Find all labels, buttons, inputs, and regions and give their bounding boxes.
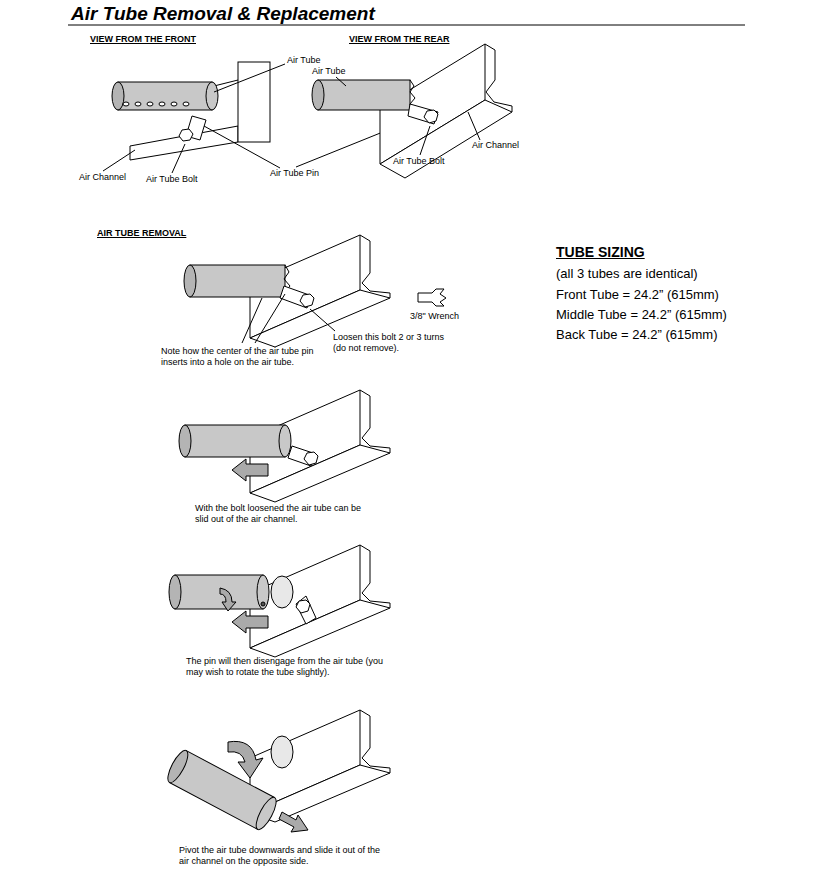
front-view bbox=[123, 102, 129, 106]
rear-view bbox=[312, 80, 324, 110]
rear-view bbox=[380, 100, 512, 178]
instruction-note: With the bolt loosened the air tube can … bbox=[195, 503, 370, 525]
front-view bbox=[204, 126, 280, 168]
removal-step-2 bbox=[279, 425, 291, 457]
tool-label: 3/8" Wrench bbox=[410, 311, 459, 322]
page-title: Air Tube Removal & Replacement bbox=[71, 3, 375, 26]
title-rule bbox=[68, 25, 745, 26]
rear-view bbox=[424, 110, 438, 123]
removal-step-3 bbox=[296, 596, 316, 624]
removal-step-3 bbox=[271, 576, 293, 608]
removal-step-3 bbox=[232, 611, 268, 633]
part-label: Air Tube Bolt bbox=[146, 174, 198, 185]
part-label: Air Channel bbox=[79, 172, 126, 183]
removal-step-1 bbox=[418, 289, 446, 306]
rear-view bbox=[420, 126, 430, 155]
removal-step-3 bbox=[175, 575, 263, 609]
part-label: Air Channel bbox=[472, 140, 519, 151]
front-view bbox=[238, 62, 270, 142]
instruction-note: Note how the center of the air tube pin … bbox=[161, 346, 336, 368]
front-view bbox=[172, 144, 185, 173]
view-heading: VIEW FROM THE FRONT bbox=[90, 34, 196, 45]
front-view bbox=[147, 102, 153, 106]
front-view bbox=[214, 64, 285, 92]
removal-step-3 bbox=[220, 588, 236, 611]
rear-view bbox=[408, 104, 438, 124]
removal-step-2 bbox=[179, 390, 390, 502]
front-view bbox=[179, 129, 193, 141]
rear-view bbox=[468, 112, 480, 140]
front-view bbox=[118, 82, 212, 110]
tube-dimension: Front Tube = 24.2” (615mm) bbox=[556, 287, 719, 303]
sizing-note: (all 3 tubes are identical) bbox=[556, 266, 698, 282]
removal-step-1 bbox=[190, 265, 285, 297]
removal-step-3 bbox=[250, 545, 390, 657]
part-label: Air Tube bbox=[287, 55, 321, 66]
rear-view bbox=[336, 77, 346, 86]
front-view bbox=[159, 102, 165, 106]
front-view bbox=[183, 102, 189, 106]
front-view bbox=[171, 102, 177, 106]
removal-step-4 bbox=[279, 812, 308, 832]
removal-step-1 bbox=[184, 235, 446, 347]
instruction-note: Pivot the air tube downwards and slide i… bbox=[179, 845, 384, 867]
removal-step-1 bbox=[310, 309, 335, 331]
removal-step-4 bbox=[228, 741, 263, 778]
removal-step-3 bbox=[296, 600, 310, 613]
removal-step-4 bbox=[252, 795, 279, 832]
front-view bbox=[103, 150, 135, 171]
removal-step-1 bbox=[184, 265, 196, 297]
removal-step-4 bbox=[164, 748, 280, 832]
removal-step-2 bbox=[304, 452, 318, 465]
removal-step-3 bbox=[169, 575, 181, 609]
front-view bbox=[130, 126, 238, 160]
part-label: Air Tube Pin bbox=[270, 168, 319, 179]
front-view bbox=[206, 82, 218, 110]
section-heading: AIR TUBE REMOVAL bbox=[97, 228, 186, 239]
part-label: Air Tube bbox=[312, 66, 346, 77]
removal-step-4 bbox=[164, 710, 390, 832]
removal-step-1 bbox=[255, 294, 285, 343]
part-label: Air Tube Bolt bbox=[393, 156, 445, 167]
front-view bbox=[135, 102, 141, 106]
instruction-note: The pin will then disengage from the air… bbox=[186, 656, 391, 678]
removal-step-3 bbox=[257, 575, 269, 609]
removal-step-4 bbox=[164, 748, 191, 785]
sizing-heading: TUBE SIZING bbox=[556, 244, 645, 261]
front-view bbox=[112, 82, 124, 110]
removal-step-3 bbox=[169, 545, 390, 657]
removal-step-3 bbox=[261, 602, 265, 606]
removal-step-1 bbox=[300, 294, 314, 307]
rear-view bbox=[312, 44, 512, 178]
removal-step-4 bbox=[271, 736, 293, 768]
front-view bbox=[103, 62, 420, 173]
tube-dimension: Back Tube = 24.2” (615mm) bbox=[556, 327, 718, 343]
removal-step-2 bbox=[232, 459, 268, 481]
tube-dimension: Middle Tube = 24.2” (615mm) bbox=[556, 307, 727, 323]
view-heading: VIEW FROM THE REAR bbox=[349, 34, 450, 45]
instruction-note: Loosen this bolt 2 or 3 turns (do not re… bbox=[333, 332, 448, 354]
rear-view bbox=[318, 80, 410, 110]
removal-step-2 bbox=[179, 425, 191, 457]
removal-step-2 bbox=[185, 425, 285, 457]
